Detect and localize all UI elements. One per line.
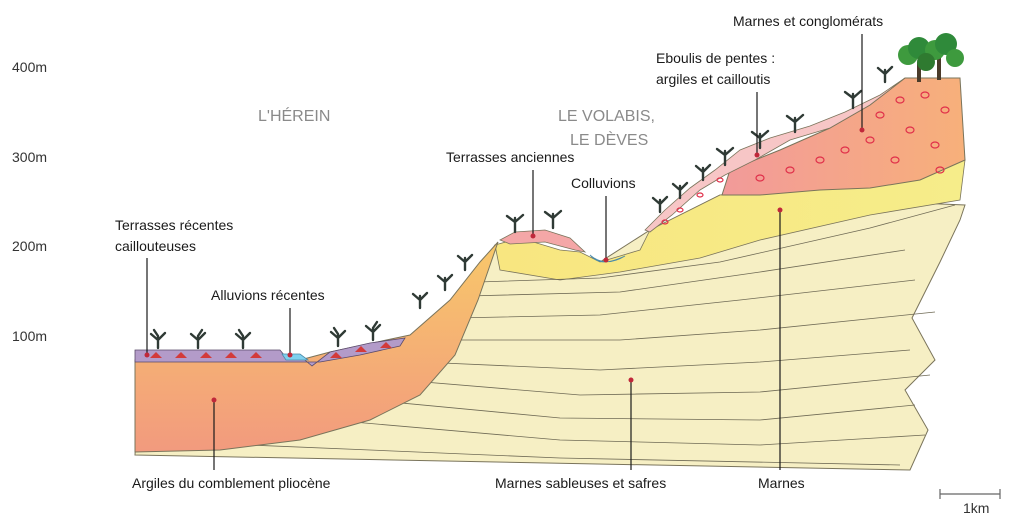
- label-eboulis-1: Eboulis de pentes :: [656, 50, 775, 66]
- altitude-100m: 100m: [12, 328, 47, 344]
- scale-bar-label: 1km: [963, 500, 989, 516]
- altitude-200m: 200m: [12, 238, 47, 254]
- forest-trees: [898, 33, 964, 82]
- region-herein: L'HÉREIN: [258, 106, 330, 125]
- label-alluvions-recentes: Alluvions récentes: [211, 287, 325, 303]
- label-argiles-pliocene: Argiles du comblement pliocène: [132, 475, 331, 491]
- region-deves: LE DÈVES: [570, 130, 648, 149]
- label-marnes: Marnes: [758, 475, 805, 491]
- alluvions-layer: [282, 354, 308, 360]
- label-eboulis-2: argiles et cailloutis: [656, 71, 770, 87]
- label-terrasses-recentes-2: caillouteuses: [115, 238, 196, 254]
- label-terrasses-anciennes: Terrasses anciennes: [446, 149, 574, 165]
- region-volabis: LE VOLABIS,: [558, 108, 655, 125]
- altitude-400m: 400m: [12, 59, 47, 75]
- label-colluvions: Colluvions: [571, 175, 636, 191]
- label-marnes-conglomerats: Marnes et conglomérats: [733, 13, 883, 29]
- scale-bar: 1km: [940, 489, 1000, 516]
- altitude-300m: 300m: [12, 149, 47, 165]
- label-terrasses-recentes-1: Terrasses récentes: [115, 217, 233, 233]
- label-marnes-sableuses: Marnes sableuses et safres: [495, 475, 666, 491]
